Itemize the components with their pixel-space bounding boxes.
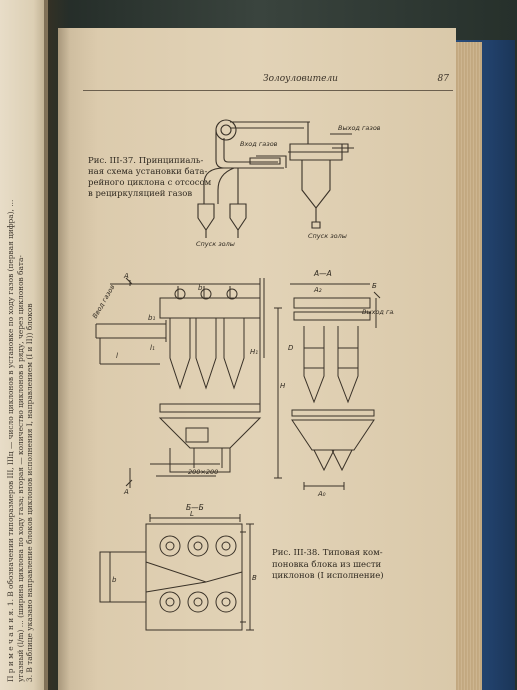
fig37-label-ash-left: Спуск золы [196, 240, 235, 248]
figure-38-plan-view: Б—Б L B b [99, 503, 257, 631]
fig38-label-h1: H₁ [250, 348, 258, 356]
fig38-label-b: b [198, 284, 203, 292]
figure-38-caption: Рис. III-38. Типовая ком- поновка блока … [272, 548, 384, 583]
left-page-line: П р и м е ч а н и я. 1. В обозначении ти… [6, 199, 15, 682]
figure-38-front-view: А А Ввод газов l l₁ b₁ b H₁ 200×200 [91, 272, 265, 496]
figure-38-side-view: А—А A₂ Выход газов H D A₀ Б [274, 269, 394, 498]
fig38-label-plan-b: b [112, 576, 117, 584]
running-title: Золоуловители [263, 74, 338, 84]
fig38-label-a-bottom: А [123, 488, 129, 496]
figure-37-caption: Рис. III-37. Принципиаль- ная схема уста… [88, 156, 218, 200]
caption-line: в рециркуляцией газов [88, 189, 193, 199]
fig38-label-section-aa: А—А [313, 269, 332, 278]
fig38-label-gas-in: Ввод газов [91, 283, 117, 320]
fig38-label-a0: A₀ [317, 490, 326, 498]
left-page-line: 3. В таблице указано направление блоков … [25, 303, 35, 682]
fig38-label-b-mark: Б [372, 282, 377, 290]
left-page: П р и м е ч а н и я. 1. В обозначении ти… [0, 0, 48, 690]
fig38-label-d: D [288, 344, 294, 352]
caption-line: Рис. III-38. Типовая ком- [272, 548, 383, 558]
fig38-label-a-top: А [123, 272, 129, 280]
fig37-label-gas-in: Вход газов [240, 140, 278, 148]
fig38-label-gas-out: Выход газов [362, 308, 394, 316]
page-number: 87 [437, 74, 449, 84]
caption-line: поновка блока из шести [272, 559, 382, 570]
fig38-label-l1: l₁ [150, 344, 155, 352]
figure-37-diagram: Вход газов Выход газов Спуск золы Спуск … [196, 119, 380, 248]
caption-line: рейного циклона с отсосом [88, 178, 212, 188]
fig37-label-ash-right: Спуск золы [308, 232, 347, 240]
caption-line: циклонов (I исполнение) [272, 571, 384, 581]
fig38-label-l: l [116, 352, 118, 360]
fig38-label-h: H [280, 382, 286, 390]
gutter-shadow [44, 0, 70, 690]
fig38-label-b1: b₁ [148, 314, 155, 322]
left-page-line: угазный (l/m) ... (ширина циклона по ход… [15, 255, 25, 682]
page-header: Золоуловители 87 [83, 74, 453, 91]
fig38-label-flange: 200×200 [188, 468, 218, 476]
fig38-label-section-bb: Б—Б [186, 503, 204, 512]
fig38-label-a2: A₂ [313, 286, 322, 294]
fig38-label-B: B [252, 574, 257, 582]
fig37-label-gas-out: Выход газов [338, 124, 380, 132]
fig38-label-L: L [190, 510, 194, 518]
left-page-notes: П р и м е ч а н и я. 1. В обозначении ти… [6, 142, 44, 682]
book-page [58, 28, 456, 690]
caption-line: ная схема установки бата- [88, 167, 208, 177]
page-stack-edge [452, 42, 482, 690]
caption-line: Рис. III-37. Принципиаль- [88, 156, 204, 166]
